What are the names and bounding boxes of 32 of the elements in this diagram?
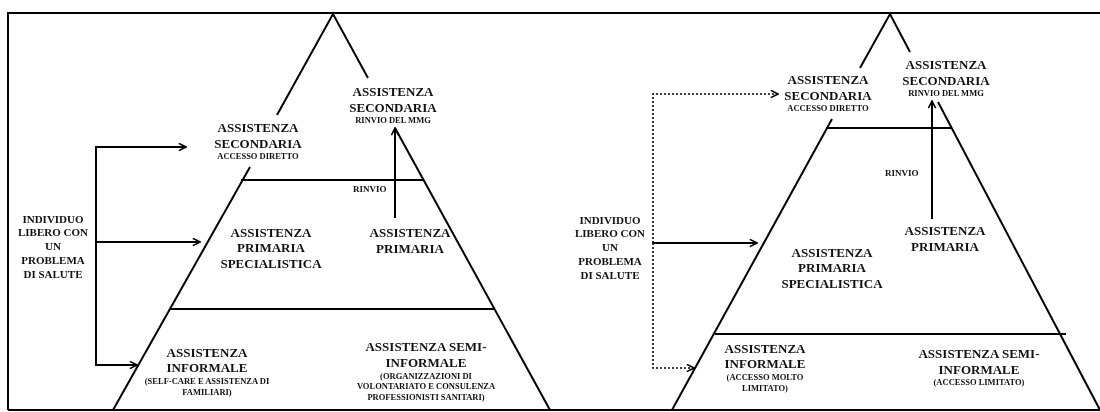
arrow <box>95 142 187 243</box>
care-level-title: ASSISTENZA INFORMALE <box>723 340 807 372</box>
care-level-title: ASSISTENZA SECONDARIA <box>213 120 303 152</box>
care-level-title: ASSISTENZA INFORMALE <box>165 344 249 376</box>
care-level-note: (ORGANIZZAZIONI DI VOLONTARIATO E CONSULENZA PROFESSIONISTI SANITARI) <box>355 370 497 403</box>
care-level-title: ASSISTENZA SECONDARIA <box>783 72 873 104</box>
edge-label: RINVIO <box>352 184 388 194</box>
care-level-title: ASSISTENZA SECONDARIA <box>901 57 991 89</box>
care-level-title: ASSISTENZA SEMI-INFORMALE <box>364 339 488 371</box>
care-level-note: ACCESSO DIRETTO <box>787 103 869 114</box>
patient-label: INDIVIDUO LIBERO CON UN PROBLEMA DI SALUTE <box>18 212 88 282</box>
arrow <box>390 127 400 219</box>
care-level-title: ASSISTENZA PRIMARIA SPECIALISTICA <box>780 244 884 292</box>
care-level-title: ASSISTENZA PRIMARIA SPECIALISTICA <box>219 224 323 272</box>
care-level-title: ASSISTENZA SEMI-INFORMALE <box>917 346 1041 378</box>
care-level-title: ASSISTENZA PRIMARIA <box>368 225 452 257</box>
care-level-note: (ACCESSO LIMITATO) <box>933 377 1025 388</box>
arrow <box>652 242 695 373</box>
care-level-note: (ACCESSO MOLTO LIMITATO) <box>725 371 805 394</box>
care-level-note: ACCESSO DIRETTO <box>217 151 299 162</box>
patient-label: INDIVIDUO LIBERO CON UN PROBLEMA DI SALUTE <box>575 213 645 283</box>
arrow <box>652 238 758 248</box>
arrow <box>652 89 779 244</box>
care-level-title: ASSISTENZA PRIMARIA <box>903 223 987 255</box>
arrow <box>95 237 201 247</box>
care-level-note: (SELF-CARE E ASSISTENZA DI FAMILIARI) <box>143 375 271 398</box>
arrow <box>927 100 937 220</box>
care-level-note: RINVIO DEL MMG <box>355 115 431 126</box>
care-level-note: RINVIO DEL MMG <box>908 88 984 99</box>
care-level-title: ASSISTENZA SECONDARIA <box>348 84 438 116</box>
arrow <box>95 241 138 370</box>
edge-label: RINVIO <box>884 168 920 178</box>
